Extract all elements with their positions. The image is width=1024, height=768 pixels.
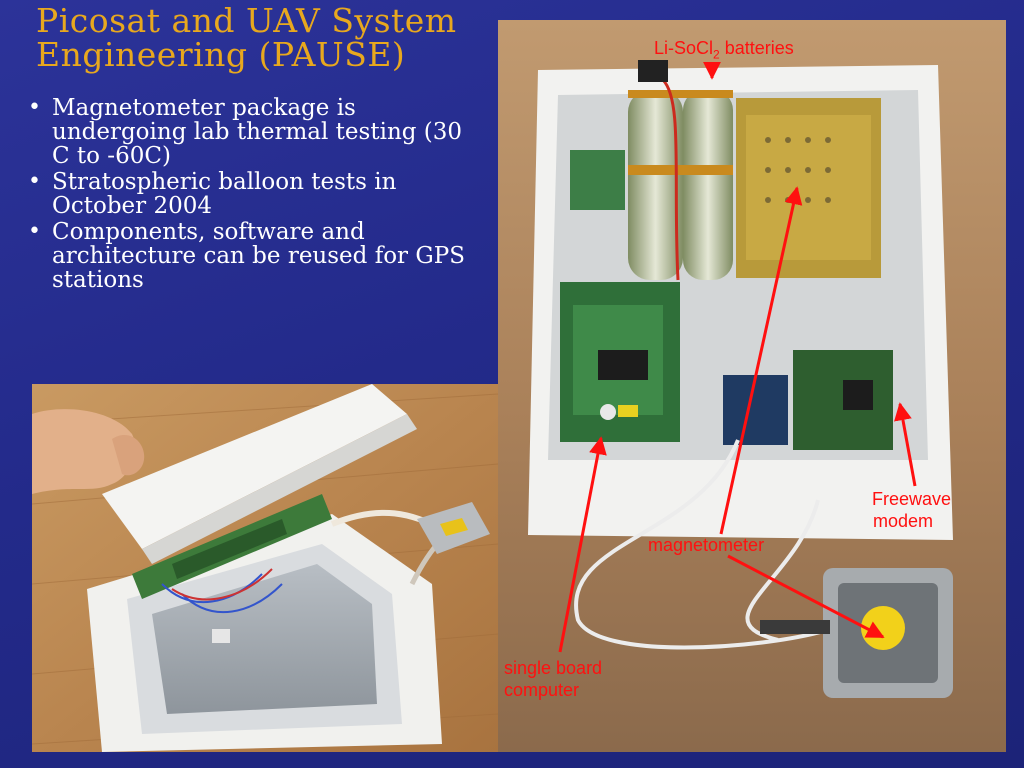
freewave-modem-label-line-1: Freewave <box>872 489 952 509</box>
single-board-computer-label-line-2: computer <box>504 680 580 700</box>
bullet-item: Magnetometer package is undergoing lab t… <box>26 96 476 168</box>
slide-title-line-1: Picosat and UAV System <box>36 1 457 40</box>
batteries-label: Li-SoCl2 batteries <box>654 37 794 66</box>
magnetometer-label: magnetometer <box>648 534 764 556</box>
batteries-label-main: Li-SoCl <box>654 38 714 58</box>
slide-title: Picosat and UAV System Engineering (PAUS… <box>36 4 496 72</box>
electronics-tray-photo <box>498 20 1006 752</box>
magnetometer-label-text: magnetometer <box>648 535 765 555</box>
batteries-label-tail: batteries <box>719 38 794 58</box>
bullet-item: Stratospheric balloon tests in October 2… <box>26 170 476 218</box>
enclosure-photo <box>32 384 498 752</box>
freewave-modem-label-line-2: modem <box>873 511 934 531</box>
slide-title-line-2: Engineering (PAUSE) <box>36 35 406 74</box>
freewave-modem-label: Freewave modem <box>872 488 951 532</box>
batteries-label-subscript: 2 <box>713 47 720 62</box>
single-board-computer-label-line-1: single board <box>504 658 603 678</box>
single-board-computer-label: single board computer <box>504 657 602 701</box>
bullet-item: Components, software and architecture ca… <box>26 220 476 292</box>
bullet-list: Magnetometer package is undergoing lab t… <box>26 96 476 294</box>
